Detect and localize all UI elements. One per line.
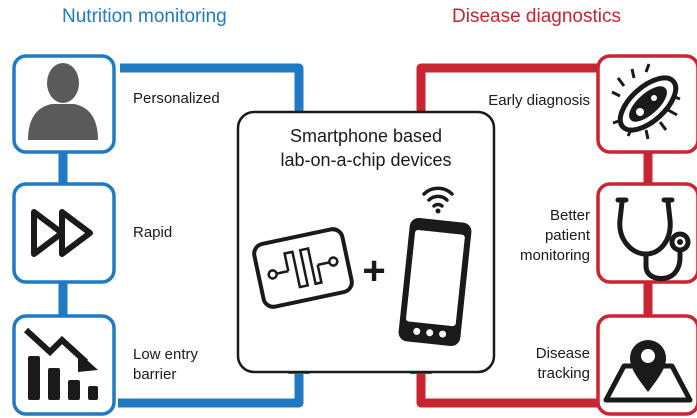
monitoring-line-2: patient bbox=[544, 227, 590, 244]
disease-tracking-line-2: tracking bbox=[537, 365, 590, 382]
bacterium-icon bbox=[611, 63, 681, 140]
personalized-label: Personalized bbox=[133, 90, 220, 107]
nutrition-monitoring-title: Nutrition monitoring bbox=[62, 6, 227, 27]
microfluidic-chip-icon bbox=[252, 227, 354, 309]
person-silhouette-icon bbox=[28, 63, 98, 140]
wifi-icon bbox=[422, 186, 454, 214]
disease-tracking-line-1: Disease bbox=[535, 345, 590, 362]
plus-symbol: + bbox=[362, 249, 385, 293]
smartphone-icon bbox=[398, 217, 472, 347]
diagnostics-connector-lines bbox=[416, 63, 653, 408]
rapid-label: Rapid bbox=[133, 224, 173, 241]
early-diagnosis-label: Early diagnosis bbox=[488, 92, 590, 109]
low-entry-barrier-label: Low entry barrier bbox=[133, 345, 198, 385]
better-patient-monitoring-label: Better patient monitoring bbox=[520, 206, 590, 266]
declining-cost-chart-icon bbox=[23, 327, 98, 400]
low-entry-line-2: barrier bbox=[133, 366, 177, 383]
low-entry-line-1: Low entry bbox=[133, 346, 199, 363]
monitoring-line-3: monitoring bbox=[519, 247, 590, 264]
nutrition-connector-lines bbox=[58, 63, 304, 408]
center-caption-line-2: lab-on-a-chip devices bbox=[280, 150, 452, 170]
map-pin-icon bbox=[603, 340, 693, 403]
stethoscope-icon bbox=[615, 197, 691, 281]
monitoring-line-1: Better bbox=[549, 207, 590, 224]
disease-diagnostics-title: Disease diagnostics bbox=[452, 6, 621, 27]
disease-tracking-label: Disease tracking bbox=[536, 344, 590, 384]
center-caption-line-1: Smartphone based bbox=[289, 126, 443, 146]
center-caption: Smartphone based lab-on-a-chip devices bbox=[238, 124, 494, 172]
fast-forward-icon bbox=[31, 209, 93, 257]
